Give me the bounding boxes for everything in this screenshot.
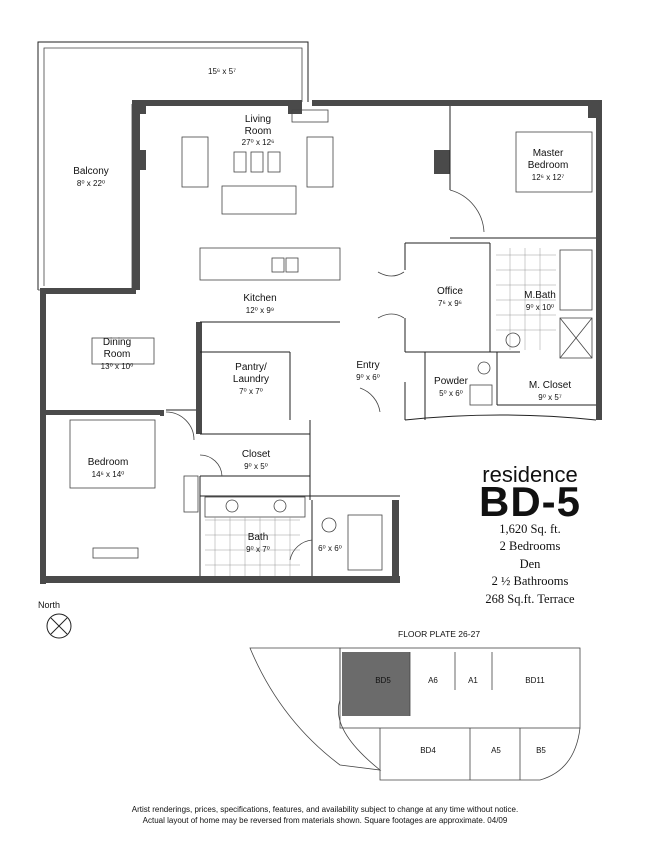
bedroom-name: Bedroom bbox=[88, 457, 129, 468]
mcloset-name: M. Closet bbox=[529, 380, 571, 391]
fixtures bbox=[69, 109, 593, 571]
balcony-dim: 8⁰ x 22⁰ bbox=[77, 179, 105, 188]
living-dim: 27⁰ x 12⁶ bbox=[242, 138, 275, 147]
dining-name-1: Dining bbox=[103, 337, 131, 348]
closet-dim: 9⁰ x 5⁰ bbox=[244, 462, 268, 471]
exterior-walls bbox=[40, 100, 602, 584]
room-labels: 15⁶ x 5⁷ Balcony 8⁰ x 22⁰ Living Room 27… bbox=[73, 67, 571, 554]
mcloset-dim: 9⁰ x 5⁷ bbox=[538, 393, 562, 402]
compass-label: North bbox=[38, 600, 61, 610]
fp-unit-a6: A6 bbox=[428, 676, 438, 685]
fp-unit-bd4: BD4 bbox=[420, 746, 436, 755]
balcony-name: Balcony bbox=[73, 166, 109, 177]
doors bbox=[165, 189, 485, 561]
master-name-2: Bedroom bbox=[528, 160, 569, 171]
kitchen-name: Kitchen bbox=[243, 293, 276, 304]
tub-room-dim: 6⁰ x 6⁰ bbox=[318, 544, 342, 553]
powder-name: Powder bbox=[434, 376, 469, 387]
pantry-dim: 7⁰ x 7⁰ bbox=[239, 387, 263, 396]
fp-unit-b5: B5 bbox=[536, 746, 546, 755]
master-dim: 12⁶ x 12⁷ bbox=[532, 173, 565, 182]
compass-symbol bbox=[46, 613, 72, 639]
spec-den: Den bbox=[519, 557, 541, 571]
kitchen-dim: 12⁰ x 9⁹ bbox=[246, 306, 274, 315]
disclaimer: Artist renderings, prices, specification… bbox=[60, 804, 590, 826]
bedroom-dim: 14⁶ x 14⁰ bbox=[92, 470, 125, 479]
spec-area: 1,620 Sq. ft. bbox=[499, 522, 561, 536]
mbath-name: M.Bath bbox=[524, 290, 556, 301]
entry-dim: 9⁰ x 6⁰ bbox=[356, 373, 380, 382]
fp-unit-a1: A1 bbox=[468, 676, 478, 685]
floor-plate-key: BD5 A6 A1 BD11 BD4 A5 B5 bbox=[249, 647, 581, 781]
interior-walls bbox=[166, 106, 597, 576]
terrace-dim: 15⁶ x 5⁷ bbox=[208, 67, 236, 76]
spec-bathrooms: 2 ½ Bathrooms bbox=[491, 574, 569, 588]
pantry-name-2: Laundry bbox=[233, 374, 269, 385]
disclaimer-line-1: Artist renderings, prices, specification… bbox=[131, 805, 519, 814]
dining-name-2: Room bbox=[104, 349, 131, 360]
living-name-1: Living bbox=[245, 114, 271, 125]
living-name-2: Room bbox=[245, 126, 272, 137]
fp-unit-bd11: BD11 bbox=[525, 676, 545, 685]
spec-bedrooms: 2 Bedrooms bbox=[499, 539, 561, 553]
office-dim: 7⁶ x 9⁶ bbox=[438, 299, 462, 308]
pantry-name-1: Pantry/ bbox=[235, 362, 267, 373]
entry-name: Entry bbox=[356, 360, 379, 371]
mbath-dim: 9⁰ x 10⁰ bbox=[526, 303, 554, 312]
bath-name: Bath bbox=[248, 532, 269, 543]
powder-dim: 5⁰ x 6⁰ bbox=[439, 389, 463, 398]
dining-dim: 13⁰ x 10⁰ bbox=[101, 362, 134, 371]
tile-grids bbox=[205, 248, 556, 576]
floor-plate-title: FLOOR PLATE 26-27 bbox=[398, 629, 481, 639]
highlighted-unit bbox=[342, 652, 410, 716]
bath-dim: 9⁰ x 7⁰ bbox=[246, 545, 270, 554]
office-name: Office bbox=[437, 286, 463, 297]
residence-code: BD-5 bbox=[478, 478, 581, 525]
residence-prefix: residence bbox=[482, 462, 578, 487]
master-name-1: Master bbox=[533, 148, 564, 159]
fp-unit-bd5: BD5 bbox=[375, 676, 391, 685]
fp-unit-a5: A5 bbox=[491, 746, 501, 755]
closet-name: Closet bbox=[242, 449, 271, 460]
disclaimer-line-2: Actual layout of home may be reversed fr… bbox=[142, 816, 508, 825]
spec-terrace: 268 Sq.ft. Terrace bbox=[485, 592, 575, 606]
